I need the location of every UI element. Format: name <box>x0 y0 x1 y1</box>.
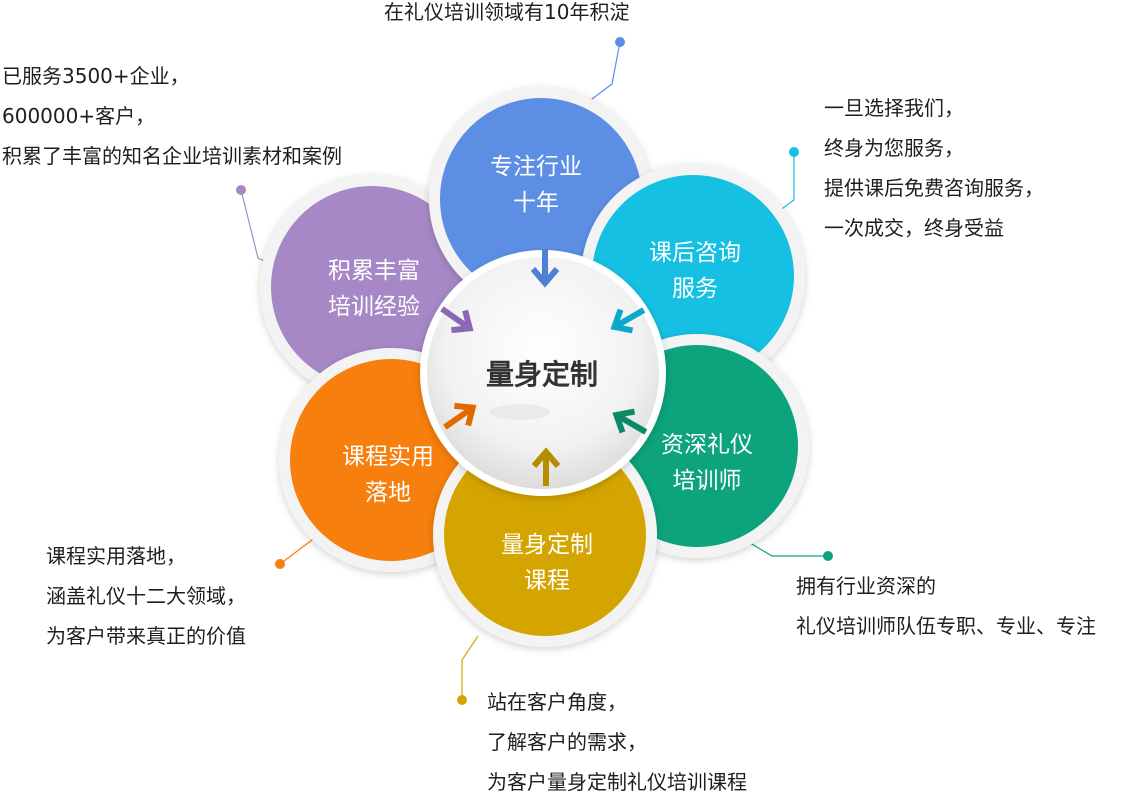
petal-label-trainers-1: 资深礼仪 <box>661 432 753 458</box>
callout-trainers-line-1: 拥有行业资深的 <box>796 574 936 598</box>
callout-trainers: 拥有行业资深的 礼仪培训师队伍专职、专业、专注 <box>796 566 1096 646</box>
petal-label-practical-1: 课程实用 <box>342 444 434 470</box>
dot-industry <box>615 37 625 47</box>
callout-consult: 一旦选择我们， 终身为您服务， 提供课后免费咨询服务， 一次成交，终身受益 <box>824 88 1044 248</box>
arrow-industry-icon <box>530 249 560 288</box>
callout-practical-line-2: 涵盖礼仪十二大领域， <box>46 584 246 608</box>
arrow-practical-icon <box>443 402 477 430</box>
petal-label-practical-2: 落地 <box>365 480 411 506</box>
petal-label-experience-1: 积累丰富 <box>328 258 420 284</box>
dot-practical <box>275 559 285 569</box>
dot-trainers <box>823 551 833 561</box>
petal-label-custom-1: 量身定制 <box>501 532 593 558</box>
petal-label-trainers-2: 培训师 <box>673 468 742 494</box>
callout-experience-line-2: 600000+客户， <box>2 104 156 128</box>
callout-consult-line-3: 提供课后免费咨询服务， <box>824 176 1044 200</box>
callout-industry: 在礼仪培训领域有10年积淀 <box>384 0 629 32</box>
callout-custom-line-1: 站在客户角度， <box>487 690 627 714</box>
petal-label-industry-2: 十年 <box>513 190 559 216</box>
callout-practical-line-1: 课程实用落地， <box>46 544 186 568</box>
callout-custom-line-3: 为客户量身定制礼仪培训课程 <box>487 770 747 794</box>
dot-custom <box>457 695 467 705</box>
callout-custom-line-2: 了解客户的需求， <box>487 730 647 754</box>
petal-label-custom-2: 课程 <box>524 568 570 594</box>
center-circle <box>420 250 666 496</box>
callout-consult-line-4: 一次成交，终身受益 <box>824 216 1004 240</box>
callout-consult-line-1: 一旦选择我们， <box>824 96 964 120</box>
arrow-custom-icon <box>531 447 561 486</box>
petal-label-consult-1: 课后咨询 <box>649 240 741 266</box>
arrow-experience-icon <box>440 306 474 334</box>
dot-consult <box>789 147 799 157</box>
petal-label-consult-2: 服务 <box>672 276 718 302</box>
callout-experience: 已服务3500+企业， 600000+客户， 积累了丰富的知名企业培训素材和案例 <box>2 56 342 176</box>
center-highlight <box>490 404 550 420</box>
dot-experience <box>236 185 246 195</box>
callout-practical: 课程实用落地， 涵盖礼仪十二大领域， 为客户带来真正的价值 <box>46 536 246 656</box>
callout-consult-line-2: 终身为您服务， <box>824 136 964 160</box>
callout-trainers-line-2: 礼仪培训师队伍专职、专业、专注 <box>796 614 1096 638</box>
arrow-trainers-icon <box>612 408 648 435</box>
connector-custom <box>461 635 479 700</box>
callout-experience-line-3: 积累了丰富的知名企业培训素材和案例 <box>2 144 342 168</box>
callout-custom: 站在客户角度， 了解客户的需求， 为客户量身定制礼仪培训课程 <box>487 682 747 802</box>
callout-practical-line-3: 为客户带来真正的价值 <box>46 624 246 648</box>
petal-label-industry-1: 专注行业 <box>490 154 582 180</box>
connector-trainers <box>744 539 828 557</box>
arrow-consult-icon <box>610 307 646 334</box>
connector-dots <box>236 37 833 705</box>
callout-industry-line-1: 在礼仪培训领域有10年积淀 <box>384 0 630 24</box>
center-label: 量身定制 <box>486 358 598 391</box>
callout-experience-line-1: 已服务3500+企业， <box>2 64 190 88</box>
petal-label-experience-2: 培训经验 <box>328 294 420 320</box>
